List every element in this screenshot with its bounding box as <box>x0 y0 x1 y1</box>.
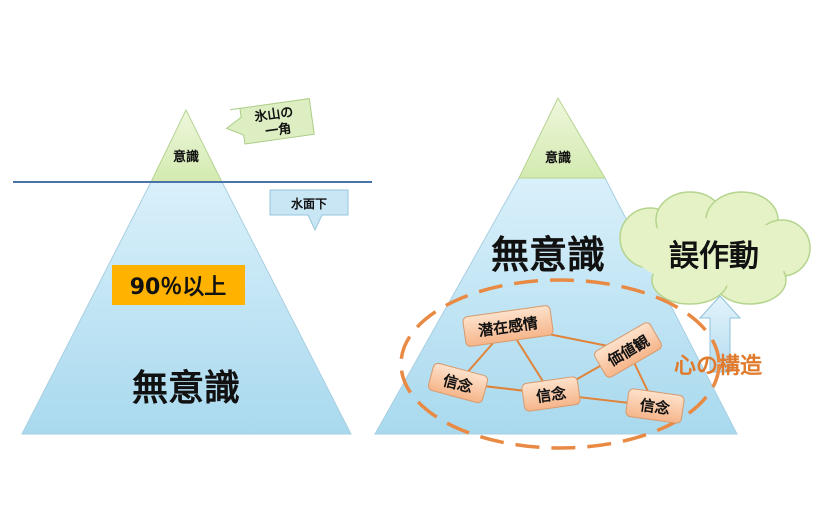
right-body-label: 無意識 <box>491 233 605 277</box>
callout-tip-line1: 氷山の <box>253 104 294 125</box>
right-tip-label: 意識 <box>545 150 571 166</box>
percent-label: 90％以上 <box>130 275 227 300</box>
node-label: 信念 <box>639 396 671 418</box>
callout-tip-label: 氷山の 一角 <box>253 103 301 141</box>
callout-below-water: 水面下 <box>269 189 349 232</box>
left-tip-label: 意識 <box>173 149 199 165</box>
node-belief-1: 信念 <box>427 362 489 404</box>
cloud: 誤作動 <box>619 191 811 305</box>
left-iceberg-tip <box>150 108 223 183</box>
callout-tip-line2: 一角 <box>264 120 292 139</box>
percent-badge <box>112 265 245 305</box>
right-iceberg-tip <box>518 96 606 179</box>
left-body-label: 無意識 <box>132 368 240 409</box>
node-label: 信念 <box>535 384 567 406</box>
callout-water-label: 水面下 <box>291 196 327 211</box>
dashed-ellipse <box>399 278 721 450</box>
node-belief-2: 信念 <box>521 376 581 412</box>
node-latent-emotion: 潜在感情 <box>462 305 554 347</box>
left-iceberg: 意識 氷山の 一角 水面下 90％以上 無意識 <box>13 98 372 435</box>
callout-tip-of-iceberg: 氷山の 一角 <box>225 98 315 145</box>
node-belief-3: 信念 <box>625 388 685 424</box>
cloud-label: 誤作動 <box>669 239 759 274</box>
right-iceberg: 意識 無意識 誤作動 心の構造 <box>374 96 811 450</box>
